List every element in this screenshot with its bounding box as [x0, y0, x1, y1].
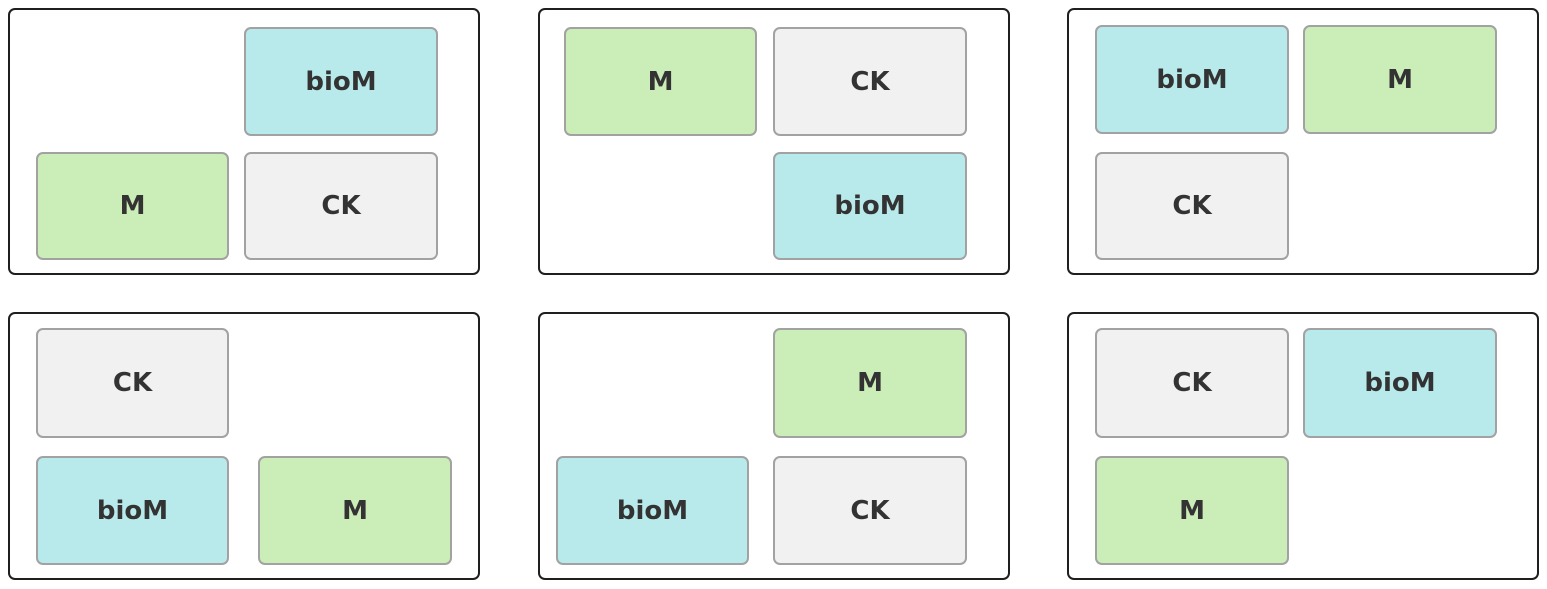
biom-block: bioM [36, 456, 229, 565]
m-block: M [1303, 25, 1497, 134]
ck-block: CK [36, 328, 229, 438]
m-block: M [36, 152, 229, 260]
ck-block: CK [773, 456, 967, 565]
ck-block: CK [773, 27, 967, 136]
plot-panel-1: bioM M CK [8, 8, 480, 275]
biom-block: bioM [1095, 25, 1289, 134]
ck-block: CK [244, 152, 438, 260]
ck-block: CK [1095, 328, 1289, 438]
m-block: M [564, 27, 757, 136]
m-block: M [258, 456, 452, 565]
biom-block: bioM [244, 27, 438, 136]
m-block: M [773, 328, 967, 438]
plot-panel-3: bioM M CK [1067, 8, 1539, 275]
plot-panel-2: M CK bioM [538, 8, 1010, 275]
m-block: M [1095, 456, 1289, 565]
ck-block: CK [1095, 152, 1289, 260]
plot-panel-6: CK bioM M [1067, 312, 1539, 580]
plot-panel-5: M bioM CK [538, 312, 1010, 580]
plot-panel-4: CK bioM M [8, 312, 480, 580]
biom-block: bioM [1303, 328, 1497, 438]
biom-block: bioM [773, 152, 967, 260]
biom-block: bioM [556, 456, 749, 565]
